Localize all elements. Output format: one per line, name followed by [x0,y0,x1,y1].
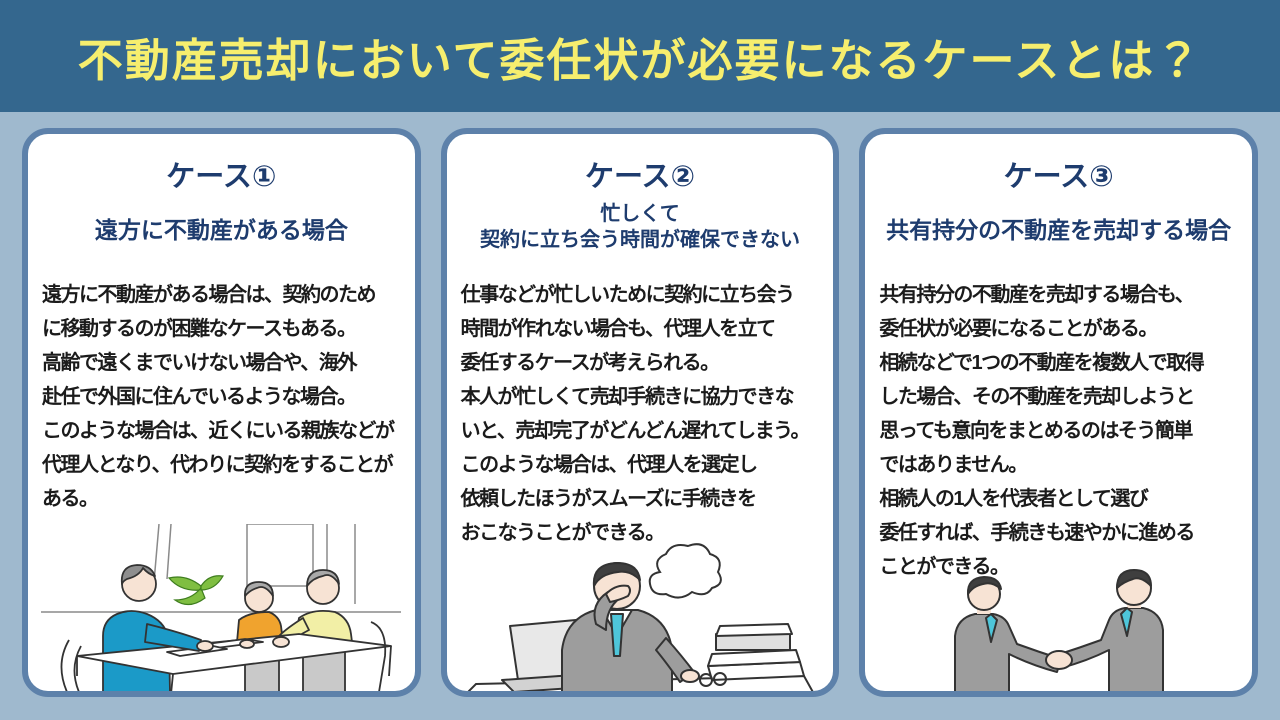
meeting-table [76,633,393,691]
laptop [501,619,603,691]
case-3-subtitle: 共有持分の不動産を売却する場合 [886,217,1232,243]
agent-arm [144,623,291,652]
desk [467,674,814,691]
plant [168,575,225,606]
case-card-2: ケース② 忙しくて 契約に立ち会う時間が確保できない 仕事などが忙しいために契約… [440,128,840,697]
case-card-1-head: ケース① 遠方に不動産がある場合 [28,134,415,278]
glasses [699,672,727,687]
agent-chair [60,639,83,691]
case-1-illustration-area [28,524,415,691]
case-1-subtitle: 遠方に不動産がある場合 [94,217,348,243]
case-2-illustration-area [447,532,834,691]
clasped-hands [1044,650,1073,670]
agent-figure [102,564,172,691]
case-1-title: ケース① [166,161,277,193]
left-businessman [953,576,1062,691]
document-stack [707,623,805,681]
case-3-body: 共有持分の不動産を売却する場合も、 委任状が必要になることがある。 相続などで1… [879,284,1204,578]
case-card-3-head: ケース③ 共有持分の不動産を売却する場合 [865,134,1252,278]
handshake-figures [953,569,1164,691]
busy-businessman [561,562,727,691]
page-header: 不動産売却において委任状が必要になるケースとは？ [0,0,1280,112]
case-card-3: ケース③ 共有持分の不動産を売却する場合 共有持分の不動産を売却する場合も、 委… [859,128,1259,697]
case-2-body: 仕事などが忙しいために契約に立ち会う 時間が作れない場合も、代理人を立て 委任す… [460,284,811,544]
case-card-2-head: ケース② 忙しくて 契約に立ち会う時間が確保できない [447,134,834,278]
case-2-title: ケース② [584,161,696,193]
page-title: 不動産売却において委任状が必要になるケースとは？ [77,34,1203,86]
sigh-bubble [648,543,722,599]
elderly-man-figure [278,569,387,691]
case-1-body: 遠方に不動産がある場合は、契約のため に移動するのが困難なケースもある。 高齢で… [42,284,395,510]
elderly-woman-figure [236,581,285,691]
case-3-title: ケース③ [1003,161,1114,193]
case-2-subtitle: 忙しくて 契約に立ち会う時間が確保できない [480,203,800,251]
busy-businessman-illustration [467,543,814,691]
cards-container: ケース① 遠方に不動産がある場合 遠方に不動産がある場合は、契約のため に移動す… [0,112,1280,697]
meeting-consultation-illustration [41,524,402,691]
right-businessman [1055,569,1164,691]
window-background [41,524,402,613]
case-card-1: ケース① 遠方に不動産がある場合 遠方に不動産がある場合は、契約のため に移動す… [22,128,421,697]
